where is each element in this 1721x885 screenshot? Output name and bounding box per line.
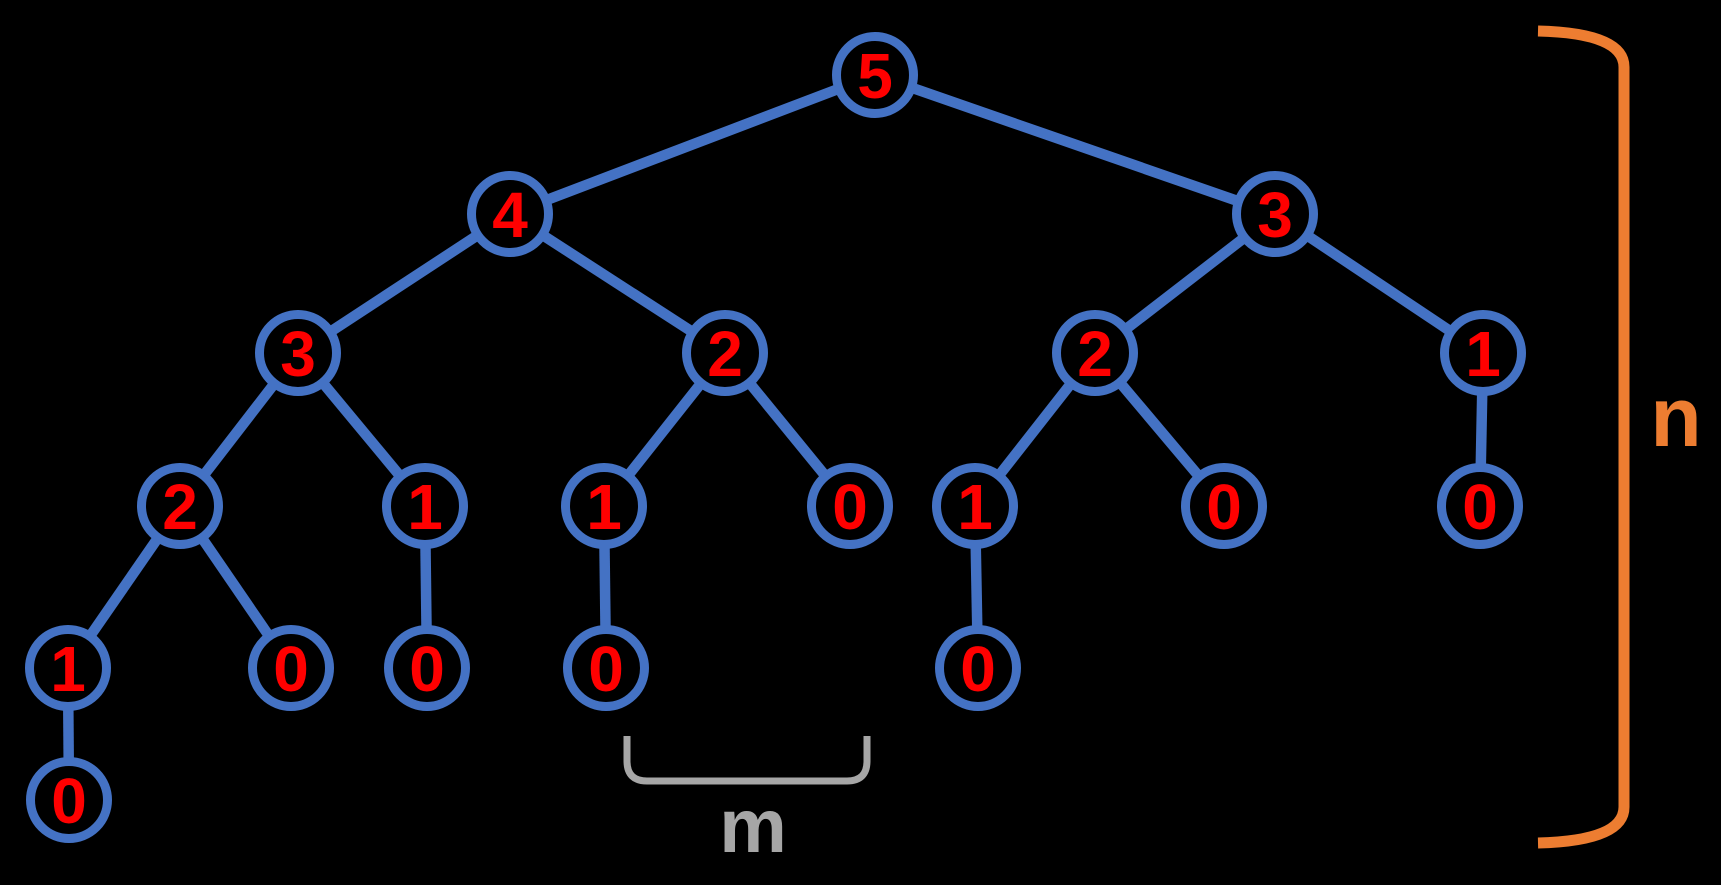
tree-node-circle (248, 625, 334, 711)
tree-node: 1 (561, 463, 647, 549)
tree-node: 0 (384, 625, 470, 711)
tree-node-value: 0 (1206, 471, 1242, 543)
tree-node-circle (255, 310, 341, 396)
tree-node: 0 (935, 625, 1021, 711)
tree-node-circle (25, 625, 111, 711)
tree-node-circle (935, 625, 1021, 711)
tree-node: 0 (563, 625, 649, 711)
tree-node-value: 0 (409, 633, 445, 705)
tree-node-circle (832, 32, 918, 118)
tree-node: 1 (382, 463, 468, 549)
tree-node: 1 (25, 625, 111, 711)
tree-node: 0 (1437, 463, 1523, 549)
tree-node-circle (563, 625, 649, 711)
tree-node: 2 (1052, 310, 1138, 396)
tree-node-circle (682, 310, 768, 396)
tree-node-circle (26, 757, 112, 843)
tree-node-circle (932, 463, 1018, 549)
tree-node-value: 1 (407, 471, 443, 543)
tree-node-circle (137, 463, 223, 549)
tree-node-circle (807, 463, 893, 549)
tree-node: 2 (137, 463, 223, 549)
tree-edge (508, 70, 877, 219)
tree-node: 1 (1440, 310, 1526, 396)
tree-node: 0 (807, 463, 893, 549)
tree-node: 1 (932, 463, 1018, 549)
tree-node-value: 1 (586, 471, 622, 543)
m-bracket-label: m (719, 784, 787, 869)
tree-node-value: 0 (1462, 471, 1498, 543)
tree-node-value: 2 (1077, 318, 1113, 390)
tree-node: 0 (1181, 463, 1267, 549)
tree-node-value: 2 (707, 318, 743, 390)
n-bracket (1537, 25, 1630, 849)
tree-node-circle (467, 171, 553, 257)
tree-node-value: 4 (492, 179, 528, 251)
n-bracket-label: n (1650, 370, 1701, 464)
tree-node-value: 0 (588, 633, 624, 705)
tree-node-value: 3 (1257, 179, 1293, 251)
tree-node-value: 1 (1465, 318, 1501, 390)
tree-node: 3 (1232, 171, 1318, 257)
tree-node-circle (1232, 171, 1318, 257)
tree-node-circle (561, 463, 647, 549)
tree-node-value: 0 (273, 633, 309, 705)
tree-nodes-layer: 5 4 3 3 2 2 1 2 1 1 0 1 0 0 1 0 0 0 0 0 (25, 32, 1526, 843)
m-bracket (623, 736, 871, 785)
annotations-layer: n m (623, 25, 1702, 869)
tree-node: 4 (467, 171, 553, 257)
tree-node-value: 2 (162, 471, 198, 543)
tree-node-circle (382, 463, 468, 549)
tree-node-circle (1181, 463, 1267, 549)
tree-node: 2 (682, 310, 768, 396)
tree-edge (873, 70, 1277, 219)
tree-node-value: 0 (51, 765, 87, 837)
tree-node-value: 0 (832, 471, 868, 543)
tree-node: 0 (248, 625, 334, 711)
tree-node: 5 (832, 32, 918, 118)
tree-node: 0 (26, 757, 112, 843)
tree-node-circle (1440, 310, 1526, 396)
tree-node-value: 1 (50, 633, 86, 705)
tree-node-circle (384, 625, 470, 711)
tree-node-circle (1437, 463, 1523, 549)
tree-node-value: 1 (957, 471, 993, 543)
tree-node-value: 3 (280, 318, 316, 390)
tree-node-circle (1052, 310, 1138, 396)
tree-node-value: 5 (857, 40, 893, 112)
tree-node: 3 (255, 310, 341, 396)
tree-node-value: 0 (960, 633, 996, 705)
